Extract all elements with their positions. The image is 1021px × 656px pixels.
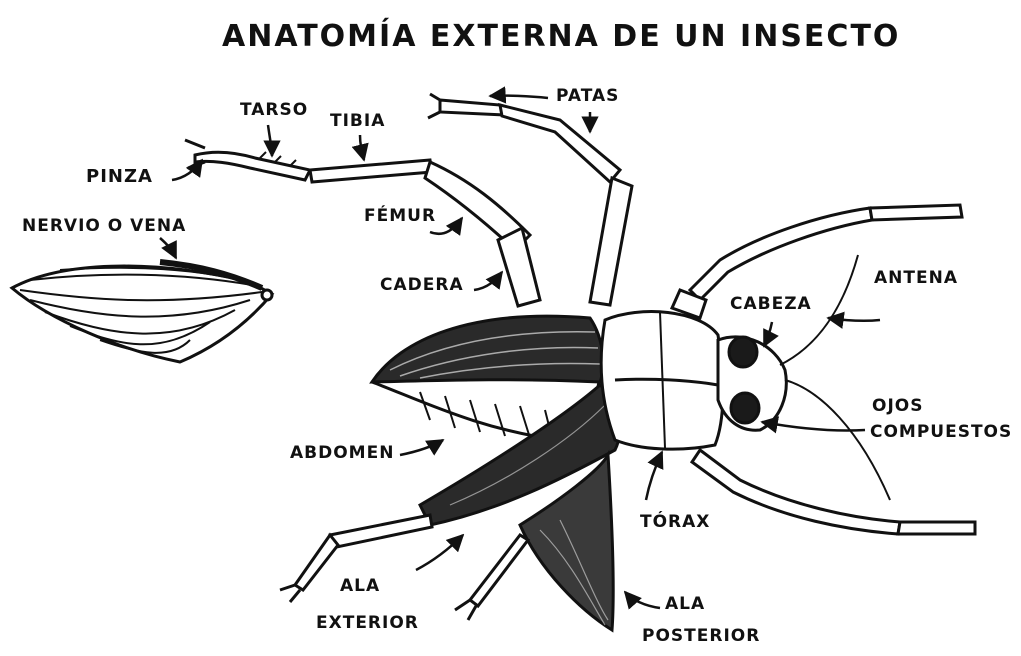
- diagram-title: ANATOMÍA EXTERNA DE UN INSECTO: [222, 22, 900, 52]
- arrow-tibia: [360, 135, 364, 160]
- arrow-cadera: [474, 272, 502, 290]
- hind-leg: [280, 515, 528, 620]
- arrow-antena: [828, 318, 880, 321]
- arrow-torax: [646, 452, 662, 500]
- arrow-cabeza: [764, 322, 772, 346]
- arrow-tarso: [268, 125, 272, 156]
- label-tibia: TIBIA: [330, 113, 385, 130]
- label-cadera: CADERA: [380, 277, 464, 294]
- arrow-nervio: [160, 238, 176, 258]
- arrow-ala-exterior: [416, 535, 463, 570]
- label-patas: PATAS: [556, 88, 619, 105]
- label-ala-posterior-1: ALA: [665, 596, 705, 613]
- feelers: [780, 255, 890, 500]
- head: [718, 337, 786, 430]
- label-nervio: NERVIO O VENA: [22, 218, 186, 235]
- compound-eye-top: [729, 337, 757, 367]
- arrow-abdomen: [400, 440, 443, 455]
- label-tarso: TARSO: [240, 102, 308, 119]
- label-abdomen: ABDOMEN: [290, 445, 394, 462]
- arrow-ala-posterior: [625, 592, 660, 608]
- label-pinza: PINZA: [86, 168, 153, 186]
- detached-wing: [12, 262, 272, 362]
- front-leg: [185, 140, 530, 250]
- label-antena: ANTENA: [874, 270, 958, 287]
- hip-segment: [498, 228, 540, 306]
- label-ala-exterior-2: EXTERIOR: [316, 615, 419, 632]
- label-ojos-2: COMPUESTOS: [870, 424, 1012, 441]
- compound-eye-bottom: [731, 393, 759, 423]
- label-cabeza: CABEZA: [730, 296, 812, 313]
- label-femur: FÉMUR: [364, 208, 436, 225]
- outer-wing: [372, 316, 603, 382]
- arrow-patas-left: [490, 96, 548, 98]
- label-ala-exterior-1: ALA: [340, 578, 380, 595]
- label-torax: TÓRAX: [640, 514, 710, 531]
- thorax: [601, 312, 723, 450]
- label-ala-posterior-2: POSTERIOR: [642, 628, 760, 645]
- arrow-ojos: [762, 422, 865, 431]
- label-ojos-1: OJOS: [872, 398, 923, 415]
